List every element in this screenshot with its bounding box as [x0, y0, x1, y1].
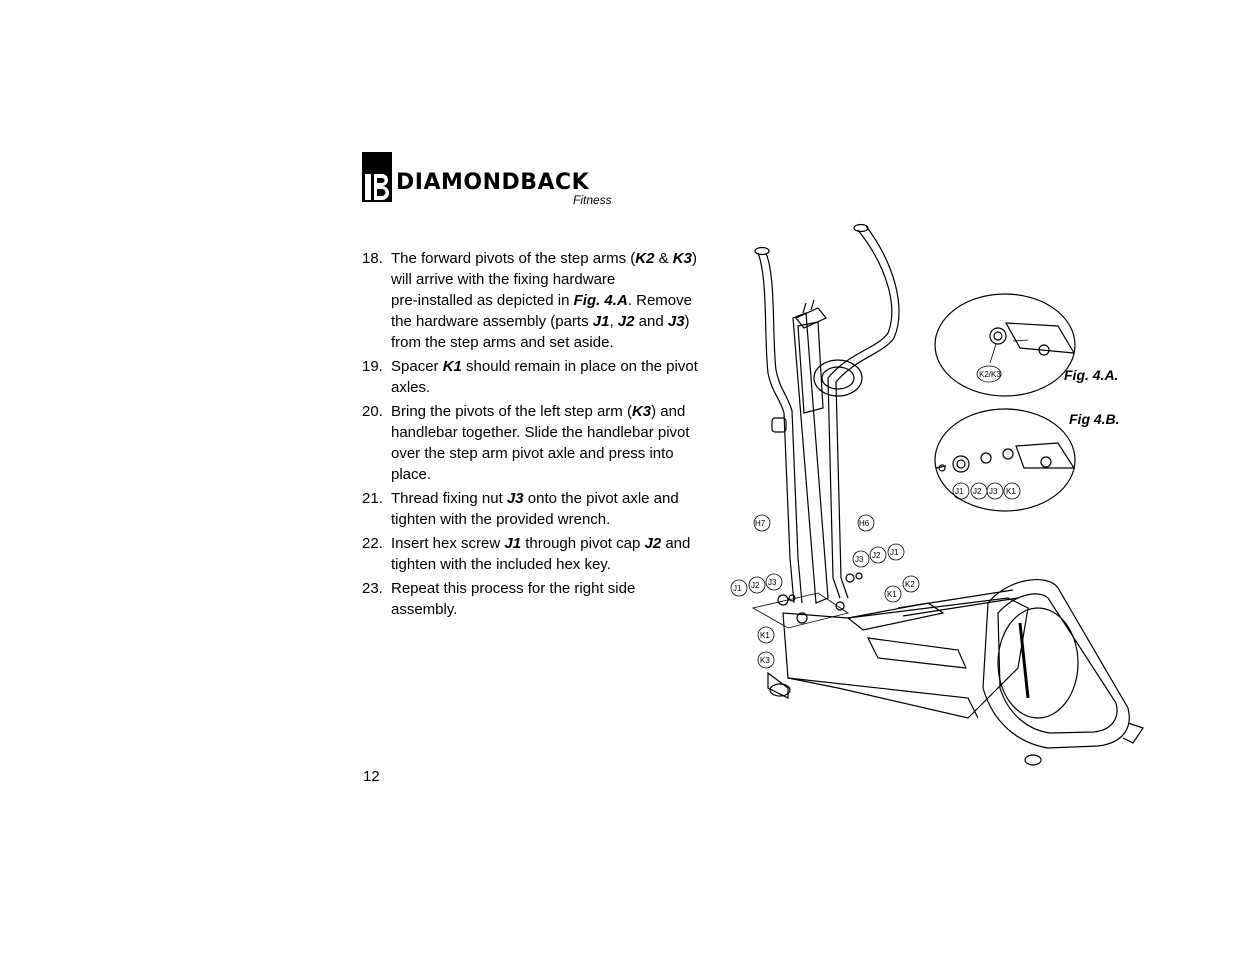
step-number: 20. — [362, 403, 383, 420]
callout-text: J1 — [890, 548, 899, 557]
step-22: 22. Insert hex screw J1 through pivot ca… — [362, 533, 722, 575]
step-text: , — [609, 313, 618, 330]
step-number: 21. — [362, 490, 383, 507]
step-text: ) — [691, 250, 697, 267]
part-ref: J2 — [644, 535, 662, 552]
figure-ref: Fig. 4.A — [573, 292, 628, 309]
callout-text: J3 — [768, 578, 777, 587]
step-text: Repeat this process for the right side — [391, 580, 636, 597]
step-number: 23. — [362, 580, 383, 597]
part-ref: K3 — [672, 250, 692, 267]
step-number: 18. — [362, 250, 383, 267]
part-ref: J3 — [667, 313, 685, 330]
callout-text: J3 — [855, 555, 864, 564]
part-ref: J3 — [506, 490, 524, 507]
step-text: over the step arm pivot axle and press i… — [391, 445, 674, 462]
part-ref: J1 — [504, 535, 522, 552]
page-number: 12 — [363, 768, 380, 785]
step-text: and — [661, 535, 691, 552]
step-text: onto the pivot axle and — [523, 490, 679, 507]
callout-labels: K2/K3 J1 J2 J3 K1 H7 H6 J3 J2 J1 K2 K1 J… — [730, 365, 1021, 669]
step-text: assembly. — [391, 601, 458, 618]
fig-4b-detail-oval — [934, 408, 1076, 512]
step-text: tighten with the provided wrench. — [391, 511, 611, 528]
step-text: handlebar together. Slide the handlebar … — [391, 424, 690, 441]
step-text: . Remove — [627, 292, 692, 309]
step-text: from the step arms and set aside. — [391, 334, 614, 351]
callout-text: J2 — [751, 581, 760, 590]
callout-text: J2 — [872, 551, 881, 560]
part-ref: K3 — [631, 403, 652, 420]
callout-text: K3 — [760, 656, 770, 665]
callout-text: J2 — [973, 487, 982, 496]
assembly-steps: 18. The forward pivots of the step arms … — [362, 248, 722, 623]
callout-text: J3 — [989, 487, 998, 496]
step-text: pre-installed as depicted in — [391, 292, 574, 309]
callout-text: K1 — [887, 590, 897, 599]
brand-subtitle: Fitness — [573, 193, 612, 207]
step-text: tighten with the included hex key. — [391, 556, 611, 573]
elliptical-trainer-drawing: K2/K3 J1 J2 J3 K1 H7 H6 J3 J2 J1 K2 K1 J… — [730, 223, 1144, 766]
step-21: 21. Thread fixing nut J3 onto the pivot … — [362, 488, 722, 530]
callout-text: K2 — [905, 580, 915, 589]
right-handlebar — [835, 225, 900, 599]
diamondback-logo: DIAMONDBACK Fitness — [362, 152, 622, 212]
callout-text: J1 — [733, 584, 742, 593]
elliptical-assembly-figure: K2/K3 J1 J2 J3 K1 H7 H6 J3 J2 J1 K2 K1 J… — [728, 218, 1148, 770]
step-text: place. — [391, 466, 432, 483]
fig-4a-detail-oval — [934, 293, 1076, 397]
step-text: & — [654, 250, 673, 267]
step-text: Thread fixing nut — [391, 490, 507, 507]
step-text: and — [634, 313, 668, 330]
left-handlebar — [765, 252, 803, 604]
callout-text: J1 — [955, 487, 964, 496]
brand-name: DIAMONDBACK — [396, 170, 590, 195]
step-text: Insert hex screw — [391, 535, 505, 552]
step-number: 19. — [362, 358, 383, 375]
step-19: 19. Spacer K1 should remain in place on … — [362, 356, 722, 398]
step-23: 23. Repeat this process for the right si… — [362, 578, 722, 620]
diamondback-logo-mark-icon — [362, 152, 392, 202]
part-ref: K1 — [442, 358, 462, 375]
callout-text: H7 — [755, 519, 766, 528]
callout-text: K2/K3 — [979, 370, 1001, 379]
step-20: 20. Bring the pivots of the left step ar… — [362, 401, 722, 485]
fig-4a-label: Fig. 4.A. — [1064, 367, 1119, 383]
callout-text: H6 — [859, 519, 870, 528]
fig-4b-label: Fig 4.B. — [1069, 411, 1120, 427]
step-text: the hardware assembly (parts — [391, 313, 593, 330]
part-ref: K2 — [635, 250, 655, 267]
callout-text: K1 — [760, 631, 770, 640]
step-text: The forward pivots of the step arms ( — [391, 250, 636, 267]
step-text: axles. — [391, 379, 431, 396]
callout-text: K1 — [1006, 487, 1016, 496]
part-ref: J2 — [617, 313, 635, 330]
right-handlebar — [827, 229, 893, 599]
step-text: should remain in place on the pivot — [461, 358, 698, 375]
step-18: 18. The forward pivots of the step arms … — [362, 248, 722, 353]
step-number: 22. — [362, 535, 383, 552]
left-handlebar — [757, 252, 795, 604]
step-text: Bring the pivots of the left step arm ( — [391, 403, 632, 420]
step-text: through pivot cap — [521, 535, 645, 552]
step-text: Spacer — [391, 358, 443, 375]
step-text: ) — [684, 313, 690, 330]
part-ref: J1 — [592, 313, 610, 330]
step-text: will arrive with the fixing hardware — [391, 271, 616, 288]
step-text: ) and — [651, 403, 686, 420]
